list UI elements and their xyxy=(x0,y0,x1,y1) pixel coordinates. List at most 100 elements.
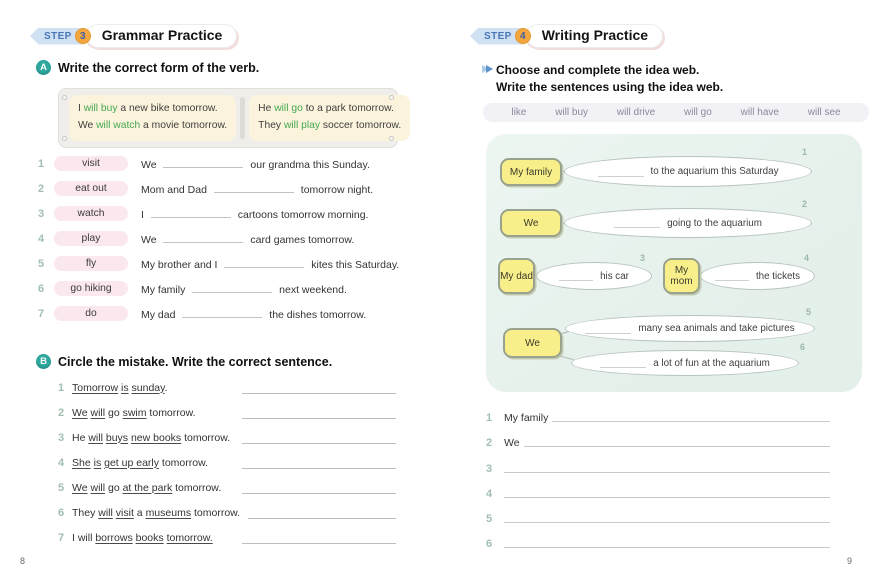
sentence-text: a movie tomorrow. xyxy=(140,120,228,131)
answer-line xyxy=(504,471,830,473)
example-sentence: I will buy a new bike tomorrow. xyxy=(78,101,227,118)
item-number: 1 xyxy=(486,412,493,425)
sentence-text: We xyxy=(141,233,160,246)
answer-blank xyxy=(559,271,594,281)
underlined-word: get up early xyxy=(104,456,159,469)
section-b-heading: B Circle the mistake. Write the correct … xyxy=(36,354,332,369)
sentence-text: My brother and I xyxy=(141,258,221,271)
subject-box: My dad xyxy=(498,258,535,294)
word-bank-item: will have xyxy=(740,107,779,118)
item-number: 1 xyxy=(58,381,65,394)
item-number: 3 xyxy=(58,431,65,444)
sentence: My family next weekend. xyxy=(141,282,347,296)
sentence-text: cartoons tomorrow morning. xyxy=(234,208,369,221)
sentence-text: He xyxy=(258,103,275,115)
item-number: 7 xyxy=(58,531,65,544)
answer-blank xyxy=(213,182,294,193)
answer-blank xyxy=(614,218,661,228)
underlined-word: sunday xyxy=(131,381,165,394)
sentence-text: a new bike tomorrow. xyxy=(117,103,218,115)
underlined-word: visit xyxy=(115,506,134,519)
item-number: 2 xyxy=(486,437,493,450)
answer-blank xyxy=(163,157,244,168)
sentence-text: go xyxy=(105,481,123,494)
sentence-text: I xyxy=(141,208,147,221)
example-panel-right: He will go to a park tomorrow.They will … xyxy=(249,95,411,141)
sentence-text: . xyxy=(164,381,168,394)
idea-oval: a lot of fun at the aquarium xyxy=(571,350,799,376)
verb-chip: do xyxy=(54,306,128,321)
idea-number: 2 xyxy=(802,199,808,209)
highlighted-verb: will watch xyxy=(96,120,141,131)
sentence-text: tomorrow. xyxy=(172,481,222,494)
sentence-text: our grandma this Sunday. xyxy=(247,158,370,171)
idea-text: his car xyxy=(600,270,629,282)
answer-line xyxy=(242,406,396,419)
writing-line: 5 xyxy=(486,503,830,528)
subject-box: My mom xyxy=(663,258,700,294)
underlined-word: will xyxy=(90,481,106,494)
section-a-heading: A Write the correct form of the verb. xyxy=(36,60,259,75)
underlined-word: buys xyxy=(105,431,129,444)
screw-icon xyxy=(389,95,394,100)
subject-box: We xyxy=(503,328,562,358)
sentence-text: a xyxy=(133,506,146,519)
sentence-text: tomorrow. xyxy=(159,456,209,469)
idea-number: 6 xyxy=(800,342,806,352)
answer-line xyxy=(242,456,396,469)
answer-line xyxy=(504,521,830,523)
left-page: STEP 3 Grammar Practice A Write the corr… xyxy=(20,24,432,566)
answer-blank xyxy=(714,271,749,281)
underlined-word: new books xyxy=(130,431,182,444)
example-sentence: They will play soccer tomorrow. xyxy=(258,118,401,135)
connector-line xyxy=(558,223,568,224)
sentence-text: to a park tomorrow. xyxy=(302,103,394,115)
answer-blank xyxy=(163,232,244,243)
answer-line xyxy=(242,381,396,394)
item-number: 4 xyxy=(58,456,65,469)
answer-line xyxy=(552,420,830,423)
sentence-text: Mom and Dad xyxy=(141,183,210,196)
answer-blank xyxy=(224,257,305,268)
sentence-text: He xyxy=(72,431,89,444)
answer-blank xyxy=(192,282,273,293)
sentence-text: kites this Saturday. xyxy=(308,258,400,271)
sentence: Tomorrow is sunday. xyxy=(72,382,234,394)
underlined-word: Tomorrow xyxy=(72,381,119,394)
underlined-word: at the park xyxy=(122,481,173,494)
underlined-word: will xyxy=(98,506,113,519)
item-number: 3 xyxy=(486,462,493,475)
idea-oval: to the aquarium this Saturday xyxy=(564,156,812,187)
answer-blank xyxy=(150,207,231,218)
sentence: He will buys new books tomorrow. xyxy=(72,432,234,444)
sentence-text: tomorrow. xyxy=(146,406,196,419)
item-number: 7 xyxy=(38,307,45,320)
answer-line xyxy=(504,496,830,498)
writing-line: 1 My family xyxy=(486,402,830,427)
page-number: 9 xyxy=(846,556,852,566)
idea-text: a lot of fun at the aquarium xyxy=(653,357,770,369)
idea-number: 1 xyxy=(802,147,808,157)
answer-blank xyxy=(597,167,644,177)
connector-line xyxy=(558,171,568,172)
sentence-prefix: My family xyxy=(504,412,549,425)
underlined-word: She xyxy=(72,456,91,469)
word-bank-item: will see xyxy=(807,107,841,118)
arrow-bullet-icon xyxy=(482,64,496,76)
idea-oval: his car xyxy=(536,262,652,290)
underlined-word: museums xyxy=(145,506,192,519)
sentence: Mom and Dad tomorrow night. xyxy=(141,182,373,196)
sentence: I will borrows books tomorrow. xyxy=(72,532,234,544)
idea-web: My family to the aquarium this Saturday … xyxy=(486,134,862,392)
section-a-title: Write the correct form of the verb. xyxy=(58,60,260,75)
idea-number: 4 xyxy=(804,253,810,263)
verb-chip: watch xyxy=(54,206,128,221)
